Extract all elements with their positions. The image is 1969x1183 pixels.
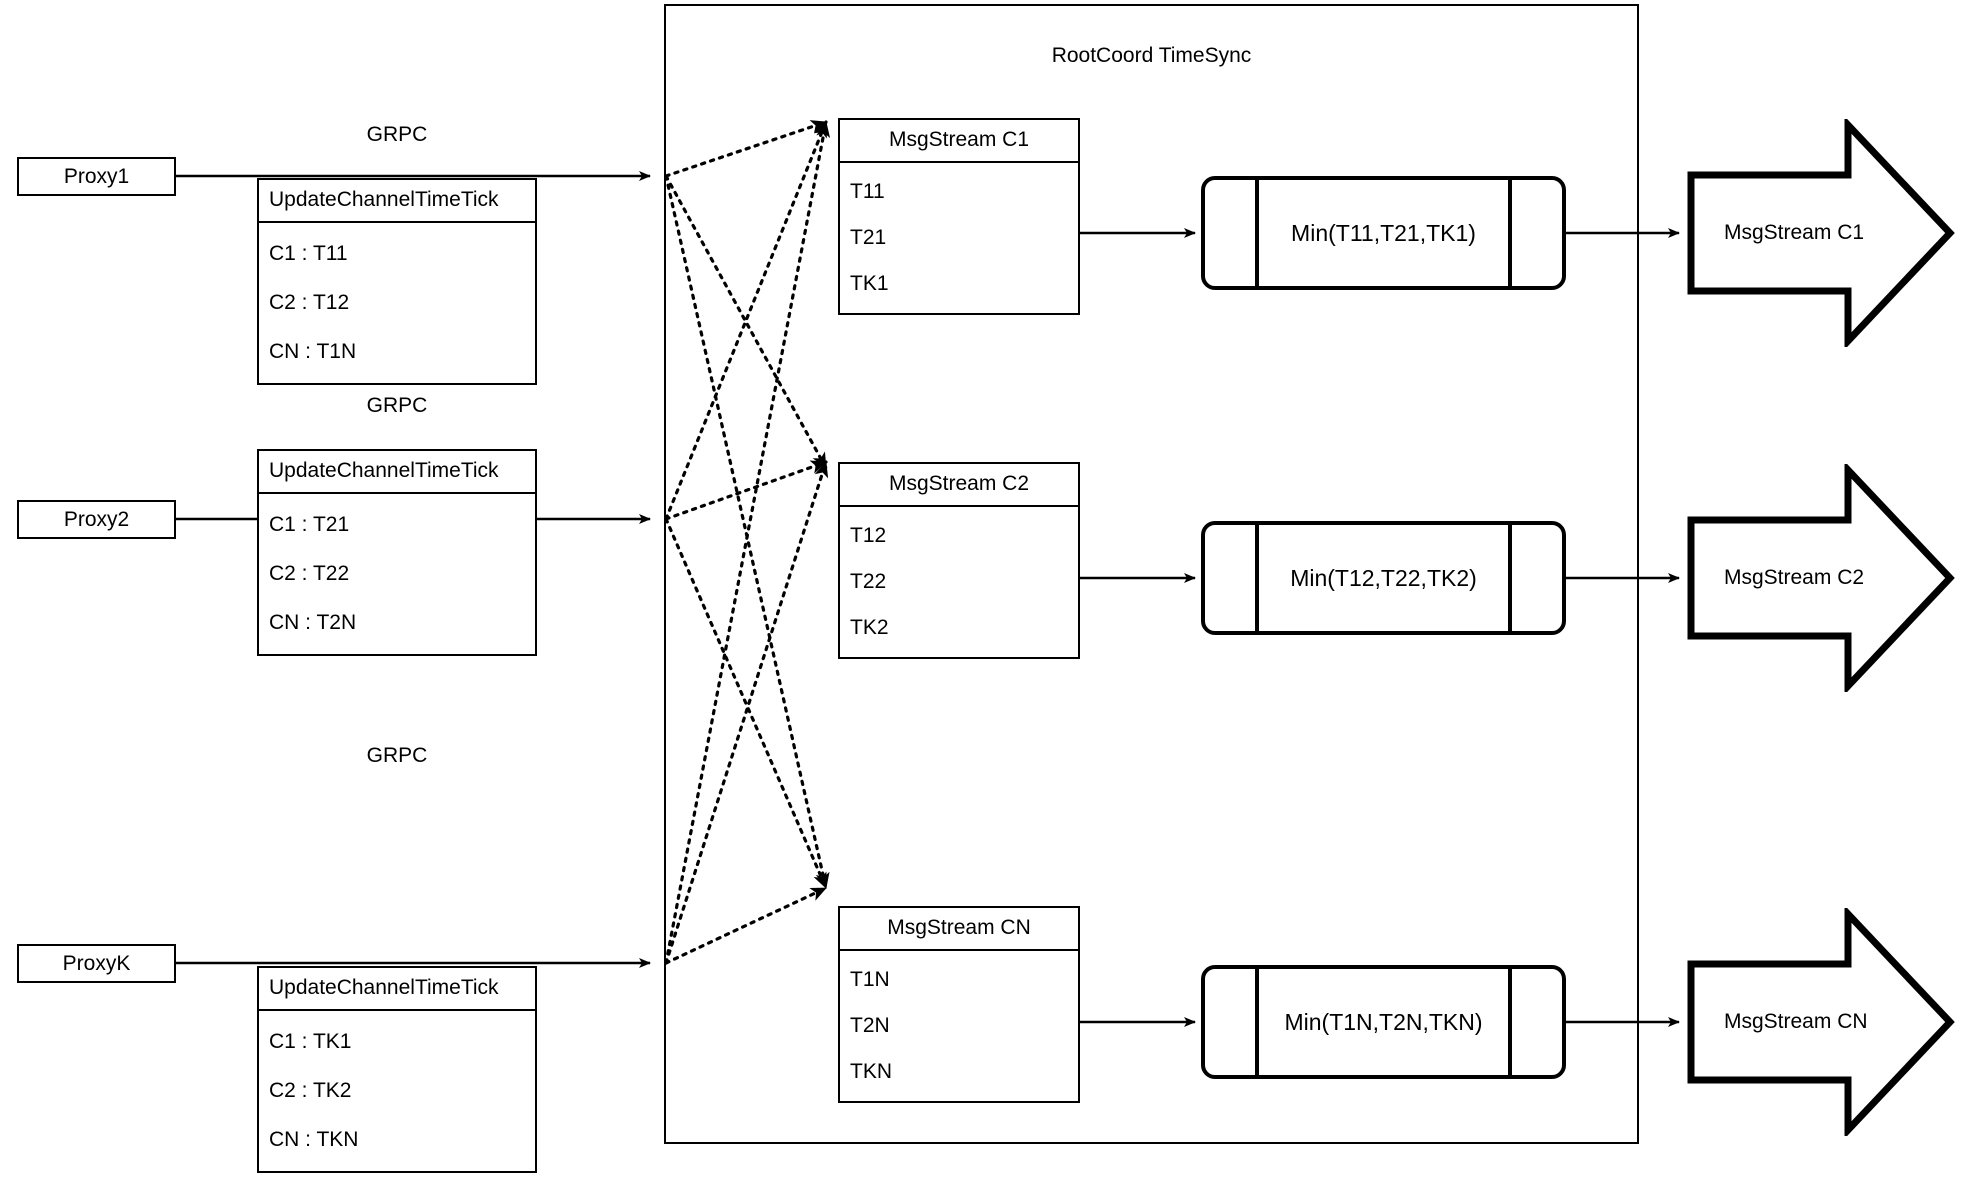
msgstream-box-c1: MsgStream C1 T11 T21 TK1 (838, 118, 1080, 315)
output-block-arrow-cn: MsgStream CN (1686, 905, 1956, 1139)
msgstream-title: MsgStream C2 (840, 464, 1078, 507)
process-divider-right (1508, 521, 1512, 635)
timetick-row: C1 : T11 (269, 241, 348, 265)
min-process-c1: Min(T11,T21,TK1) (1201, 176, 1566, 290)
proxy-box-1[interactable]: Proxy1 (17, 157, 176, 196)
proxy-label: ProxyK (62, 951, 131, 975)
timetick-row: C2 : T12 (269, 290, 350, 314)
min-process-label: Min(T12,T22,TK2) (1290, 564, 1477, 591)
proxy-box-3[interactable]: ProxyK (17, 944, 176, 983)
update-channel-timetick-rows: C1 : T11 C2 : T12 CN : T1N (259, 223, 535, 383)
msgstream-row: TKN (850, 1060, 892, 1083)
min-process-c2: Min(T12,T22,TK2) (1201, 521, 1566, 635)
process-divider-left (1255, 965, 1259, 1079)
msgstream-title: MsgStream CN (840, 908, 1078, 951)
block-arrow-icon (1687, 461, 1955, 695)
msgstream-row: T1N (850, 968, 890, 991)
min-process-label: Min(T11,T21,TK1) (1291, 219, 1476, 246)
msgstream-title: MsgStream C1 (840, 120, 1078, 163)
proxy-label: Proxy1 (63, 164, 130, 188)
grpc-caption-1: GRPC (366, 123, 428, 146)
output-block-arrow-c2: MsgStream C2 (1686, 461, 1956, 695)
process-divider-left (1255, 176, 1259, 290)
msgstream-row: TK1 (850, 272, 889, 295)
update-channel-timetick-box-2: UpdateChannelTimeTick C1 : T21 C2 : T22 … (257, 449, 537, 656)
rootcoord-timesync-container (664, 4, 1639, 1144)
msgstream-rows: T11 T21 TK1 (840, 163, 1078, 313)
update-channel-timetick-box-3: UpdateChannelTimeTick C1 : TK1 C2 : TK2 … (257, 966, 537, 1173)
msgstream-rows: T1N T2N TKN (840, 951, 1078, 1101)
msgstream-row: T12 (850, 524, 887, 547)
update-channel-timetick-rows: C1 : TK1 C2 : TK2 CN : TKN (259, 1011, 535, 1171)
block-arrow-icon (1687, 116, 1955, 350)
proxy-label: Proxy2 (63, 507, 130, 531)
timetick-row: C1 : T21 (269, 512, 350, 536)
timetick-row: CN : TKN (269, 1128, 359, 1152)
msgstream-box-c2: MsgStream C2 T12 T22 TK2 (838, 462, 1080, 659)
msgstream-row: T11 (850, 180, 885, 203)
msgstream-row: T2N (850, 1014, 890, 1037)
timetick-row: CN : T2N (269, 611, 357, 635)
update-channel-timetick-rows: C1 : T21 C2 : T22 CN : T2N (259, 494, 535, 654)
update-channel-timetick-title: UpdateChannelTimeTick (259, 968, 535, 1011)
output-block-arrow-c1: MsgStream C1 (1686, 116, 1956, 350)
grpc-caption-2: GRPC (366, 394, 428, 417)
block-arrow-icon (1687, 905, 1955, 1139)
update-channel-timetick-title: UpdateChannelTimeTick (259, 451, 535, 494)
process-divider-right (1508, 965, 1512, 1079)
update-channel-timetick-box-1: UpdateChannelTimeTick C1 : T11 C2 : T12 … (257, 178, 537, 385)
msgstream-row: TK2 (850, 616, 889, 639)
process-divider-left (1255, 521, 1259, 635)
grpc-caption-3: GRPC (366, 744, 428, 767)
update-channel-timetick-title: UpdateChannelTimeTick (259, 180, 535, 223)
min-process-label: Min(T1N,T2N,TKN) (1284, 1008, 1483, 1035)
rootcoord-timesync-title: RootCoord TimeSync (1051, 44, 1252, 67)
timetick-row: C2 : TK2 (269, 1078, 352, 1102)
proxy-box-2[interactable]: Proxy2 (17, 500, 176, 539)
process-divider-right (1508, 176, 1512, 290)
msgstream-row: T22 (850, 570, 887, 593)
msgstream-box-cn: MsgStream CN T1N T2N TKN (838, 906, 1080, 1103)
msgstream-rows: T12 T22 TK2 (840, 507, 1078, 657)
timetick-row: C1 : TK1 (269, 1029, 352, 1053)
min-process-cn: Min(T1N,T2N,TKN) (1201, 965, 1566, 1079)
timetick-row: CN : T1N (269, 340, 357, 364)
msgstream-row: T21 (850, 226, 887, 249)
timetick-row: C2 : T22 (269, 561, 350, 585)
